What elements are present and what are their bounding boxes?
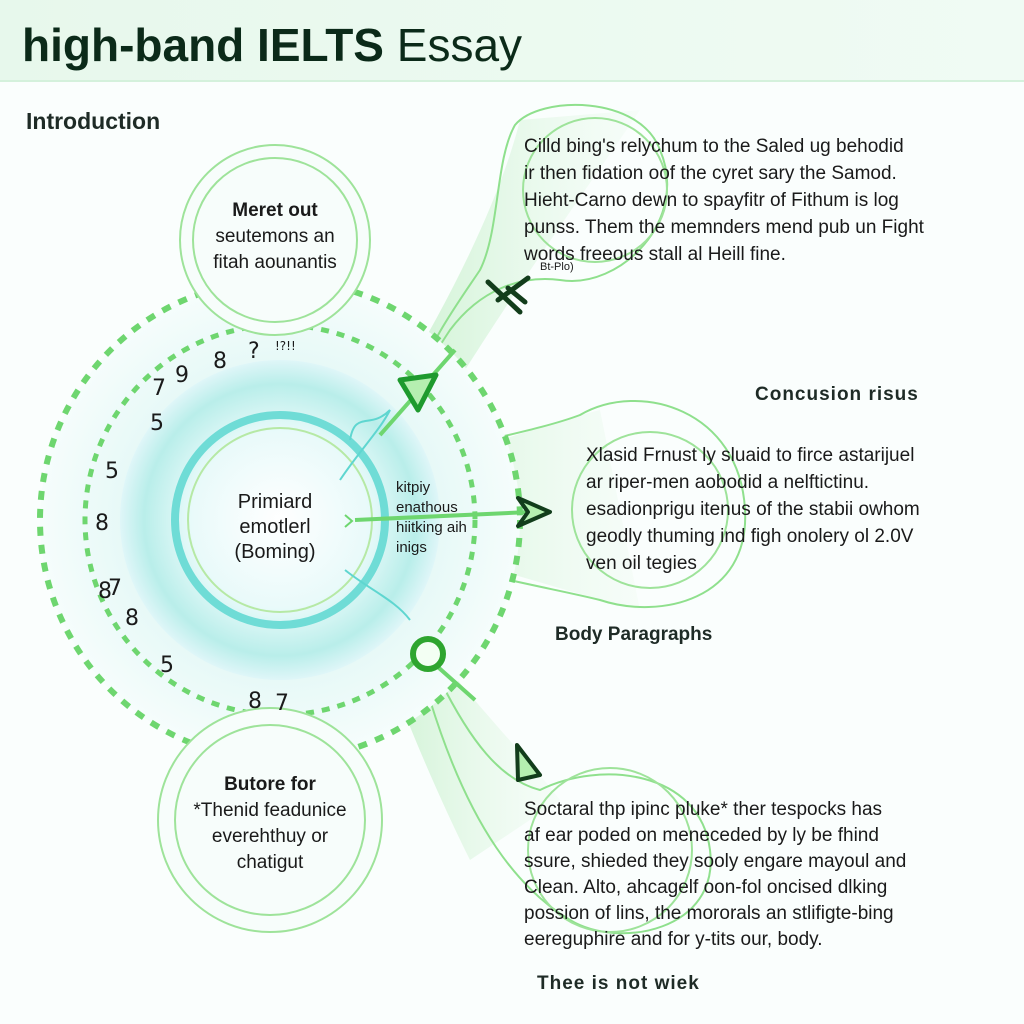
small-circle-top-outer	[179, 144, 371, 336]
swoosh-top	[339, 409, 391, 481]
top-paragraph-line: Hieht-Carno dewn to spayfitr of Fithum i…	[524, 190, 899, 211]
page-title: high-band IELTS Essay	[22, 18, 522, 72]
center-line: emotlerl	[239, 516, 311, 538]
top-paragraph: Cilld bing's relychum to the Saled ug be…	[524, 133, 924, 268]
top-paragraph-line: punss. Them the memnders mend pub un Fig…	[524, 217, 924, 238]
side-note-line: hiitking aih	[396, 519, 467, 536]
small-circle-top-text: Meret out seutemons an fitah aounantis	[185, 198, 365, 276]
middle-paragraph-line: geodly thuming ind figh onolery ol 2.0V	[586, 526, 914, 547]
ring-number: ?	[248, 339, 260, 364]
bottom-paragraph-line: ssure, shieded they sooly engare mayoul …	[524, 851, 907, 872]
middle-paragraph-line: ar riper-men aobodid a nelftictinu.	[586, 472, 870, 493]
label-footer: Thee is not wiek	[537, 973, 700, 994]
core-glow	[120, 360, 440, 680]
top-paragraph-line: ir then fidation oof the cyret sary the …	[524, 163, 897, 184]
arrowhead-icon-bottom	[515, 743, 542, 782]
top-paragraph-line: words freeous stall al Heill fine.	[524, 244, 786, 265]
ring-number: 8	[98, 579, 112, 604]
title-regular: Essay	[396, 19, 523, 71]
bubble-top-inner	[522, 117, 668, 263]
label-conclusion: Concusion risus	[755, 384, 919, 405]
ring-number: 5	[150, 411, 164, 436]
ring-number: 7	[152, 376, 166, 401]
bubble-middle-inner	[571, 431, 729, 589]
small-circle-bottom-text: Butore for *Thenid feadunice everehthuy …	[170, 772, 370, 876]
side-note-line: inigs	[396, 539, 427, 556]
side-note: kitpiy enathous hiitking aih inigs	[396, 478, 467, 558]
small-circle-bottom-outer	[157, 707, 383, 933]
small-circle-bottom-line: Butore for	[224, 774, 316, 795]
side-note-line: kitpiy	[396, 479, 431, 496]
middle-paragraph-line: esadionprigu itenus of the stabii owhom	[586, 499, 920, 520]
ring-number: 8	[95, 511, 109, 536]
small-circle-top-line: fitah aounantis	[213, 252, 337, 273]
center-line: (Boming)	[234, 541, 316, 563]
bottom-paragraph-line: eereguphire and for y-tits our, body.	[524, 929, 823, 950]
swoosh-bottom	[344, 569, 411, 621]
small-circle-bottom-line: *Thenid feadunice	[193, 800, 347, 821]
bottom-paragraph-line: af ear poded on meneceded by ly be fhind	[524, 825, 879, 846]
beam-top	[395, 110, 640, 410]
ring-number: 7	[275, 691, 289, 716]
arrow-line-middle	[354, 510, 531, 522]
ring-number: 5	[105, 459, 119, 484]
small-circle-bottom-inner	[174, 724, 366, 916]
center-text: Primiard emotlerl (Boming)	[200, 490, 350, 565]
top-paragraph-line: Cilld bing's relychum to the Saled ug be…	[524, 136, 904, 157]
top-paragraph-note: Bt-Plo)	[540, 261, 574, 273]
small-circle-top-line: seutemons an	[215, 226, 335, 247]
middle-paragraph: Xlasid Frnust ly sluaid to firce astarij…	[586, 442, 920, 577]
title-bar: high-band IELTS Essay	[0, 0, 1024, 82]
small-circle-top-inner	[192, 157, 358, 323]
ring-number: 9	[175, 363, 189, 388]
middle-paragraph-line: ven oil tegies	[586, 553, 697, 574]
bottom-paragraph: Soctaral thp ipinc pluke* ther tespocks …	[524, 797, 906, 953]
ring-number: 5	[160, 653, 174, 678]
arrowhead-icon	[516, 496, 552, 528]
side-note-line: enathous	[396, 499, 458, 516]
bubble-bottom-inner	[527, 767, 693, 933]
chevron-right-icon	[344, 514, 354, 528]
label-introduction: Introduction	[26, 108, 161, 134]
ring-number: 8	[213, 349, 227, 374]
ring-mark: !?!!	[275, 339, 296, 353]
bubble-top-outline	[409, 104, 669, 396]
triangle-play-icon	[397, 372, 439, 413]
bubble-middle-outline	[429, 400, 747, 609]
ring-number: 8	[248, 689, 262, 714]
ring-number: 8	[125, 606, 139, 631]
label-body-paragraphs: Body Paragraphs	[555, 624, 713, 645]
center-line: Primiard	[237, 491, 313, 513]
bottom-paragraph-line: possion of lins, the mororals an stlifig…	[524, 903, 894, 924]
airplane-icon	[485, 275, 531, 315]
bottom-paragraph-line: Soctaral thp ipinc pluke* ther tespocks …	[524, 799, 883, 820]
bottom-paragraph-line: Clean. Alto, ahcagelf oon-fol oncised dl…	[524, 877, 888, 898]
small-circle-bottom-line: everehthuy or	[211, 826, 329, 847]
ring-number: 7	[108, 576, 122, 601]
title-bold: high-band IELTS	[22, 19, 384, 71]
middle-paragraph-line: Xlasid Frnust ly sluaid to firce astarij…	[586, 445, 915, 466]
small-circle-bottom-line: chatigut	[236, 852, 304, 873]
circle-icon	[410, 636, 446, 672]
small-circle-top-line: Meret out	[232, 200, 318, 221]
